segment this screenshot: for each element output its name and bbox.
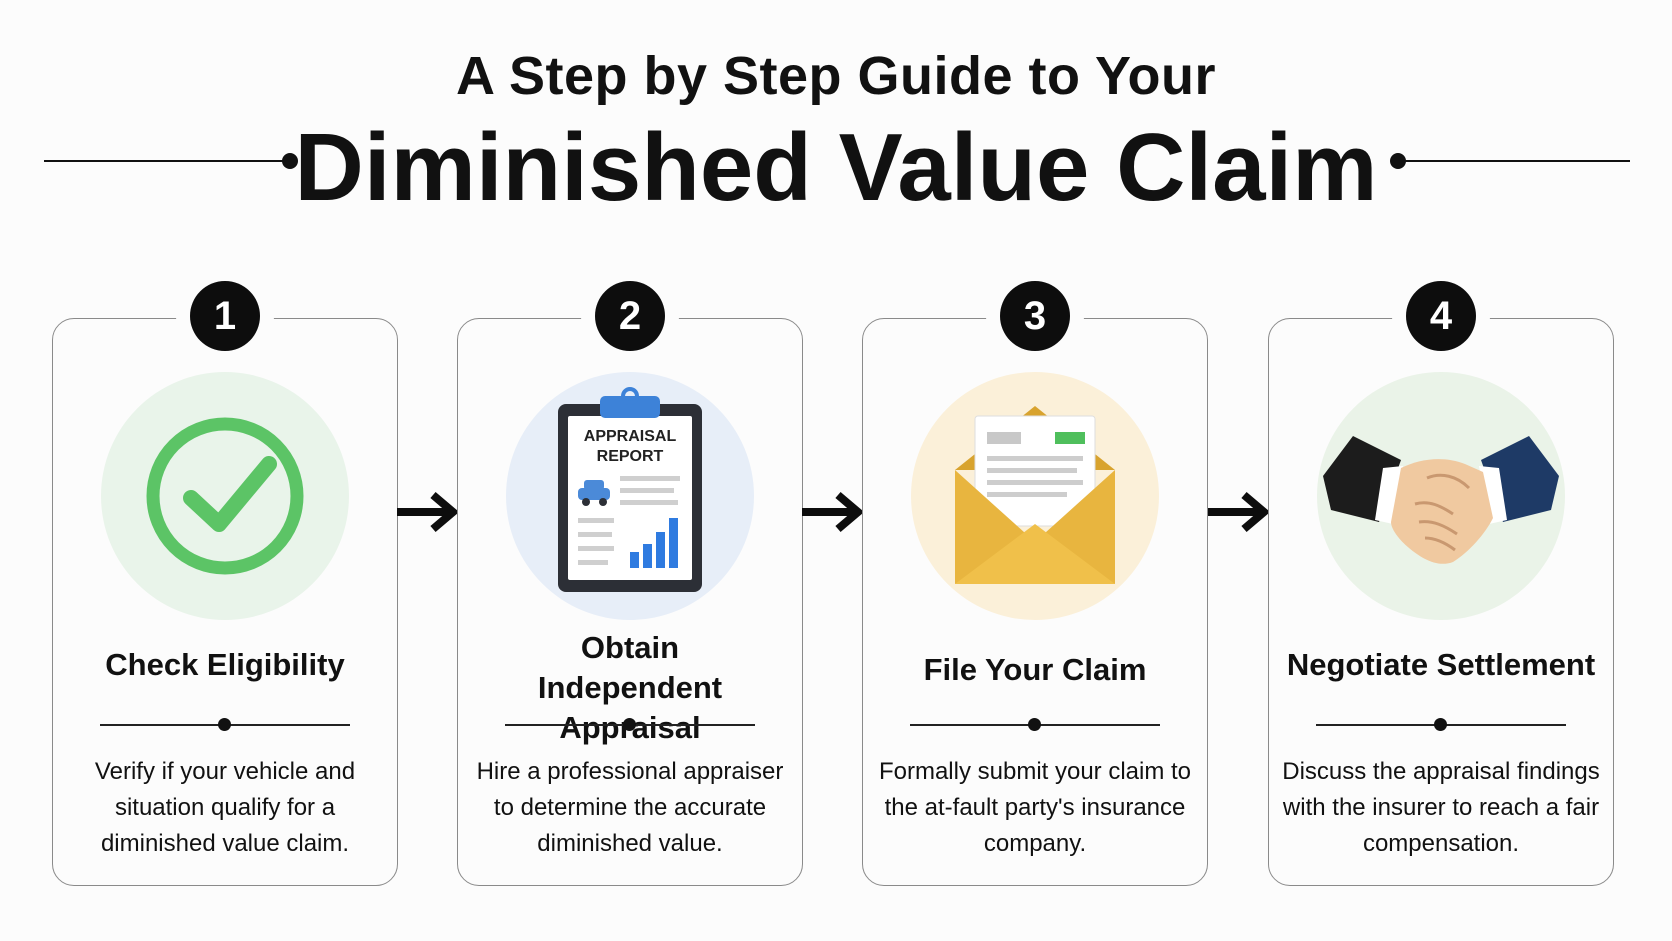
step-number-badge: 4 (1406, 281, 1476, 351)
step-description: Formally submit your claim to the at-fau… (878, 758, 1192, 857)
arrow-right-icon (397, 491, 460, 533)
step-description: Verify if your vehicle and situation qua… (94, 758, 356, 857)
handshake-icon (1323, 436, 1559, 564)
title-right-rule (1398, 160, 1630, 162)
arrow-right-icon (802, 491, 865, 533)
svg-text:REPORT: REPORT (597, 448, 664, 465)
step-divider-dot (623, 718, 636, 731)
step-divider-dot (1434, 718, 1447, 731)
title-left-dot (282, 153, 298, 169)
clipboard-label: APPRAISAL (584, 428, 677, 445)
arrow-right-icon (1208, 491, 1271, 533)
step-title: File Your Claim (923, 652, 1147, 687)
title-left-rule (44, 160, 290, 162)
title-line-1: A Step by Step Guide to Your (455, 46, 1217, 106)
step-divider-dot (218, 718, 231, 731)
check-circle-icon (146, 417, 304, 575)
step-title: Check Eligibility (105, 647, 345, 682)
icon-backdrop (101, 372, 349, 620)
step-description: Discuss the appraisal findings with the … (1282, 758, 1600, 857)
step-number-badge: 1 (190, 281, 260, 351)
step-description: Hire a professional appraiser to determi… (476, 758, 784, 857)
envelope-letter-icon (955, 406, 1115, 584)
step-title: Negotiate Settlement (1286, 647, 1596, 682)
step-divider-dot (1028, 718, 1041, 731)
appraisal-report-clipboard-icon: APPRAISAL REPORT (558, 387, 702, 592)
step-number-badge: 2 (595, 281, 665, 351)
step-number-badge: 3 (1000, 281, 1070, 351)
page-title: Diminished Value Claim (294, 114, 1378, 221)
